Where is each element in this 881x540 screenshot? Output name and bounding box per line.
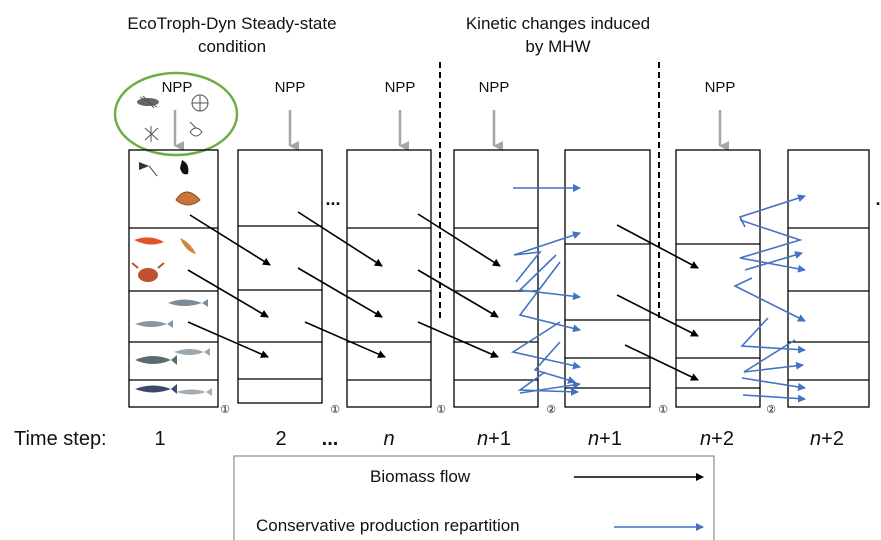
kinetic-title-line1: Kinetic changes induced [466,14,650,33]
column-n-plus-2-a [675,149,761,408]
stage-marker-1: ① [658,404,668,416]
trailing-ellipsis: . [875,189,880,209]
npp-label-2: NPP [275,79,306,96]
time-step-n-plus-1-a: n+1 [477,428,511,450]
npp-label-6: NPP [705,79,736,96]
npp-label-3: NPP [385,79,416,96]
time-step-n: n [383,428,394,450]
conservative-repartition-arrow [533,341,576,384]
steady-state-title-line2: condition [198,37,266,56]
time-step-2: 2 [275,428,286,450]
small-pelagic-fish-icon [135,299,208,328]
conservative-repartition-arrow [744,251,803,271]
biomass-flow-arrow [304,321,386,358]
column-n [346,149,432,408]
biomass-flow-arrow [616,294,699,337]
stage-marker-2: ② [766,404,776,416]
column-1 [128,149,219,408]
conservative-repartition-arrow [513,231,581,283]
conservative-repartition-arrow [519,381,581,394]
biomass-flow-arrow [187,269,269,318]
column-n-plus-2-b [787,149,870,408]
stage-marker-1: ① [436,404,446,416]
stage-marker-1: ① [220,404,230,416]
conservative-repartition-arrow [518,261,581,333]
legend-conservative-label: Conservative production repartition [256,516,520,535]
time-step-n-plus-2-a: n+2 [700,428,734,450]
npp-label-1: NPP [162,79,193,96]
stage-marker-2: ② [546,404,556,416]
conservative-repartition-arrow [517,371,579,396]
legend-box [233,455,715,540]
biomass-flow-arrow [616,224,699,269]
kinetic-title-line2: by MHW [525,37,590,56]
biomass-flow-arrow [417,213,501,267]
plankton-circle [113,71,239,157]
biomass-flow-arrow [189,214,271,266]
stage-marker-1: ① [330,404,340,416]
conservative-repartition-arrow [739,219,806,273]
benthos-invertebrates-icon [139,160,201,206]
biomass-flow-arrow [297,211,383,267]
biomass-flow-arrow [187,321,269,358]
time-step-n-plus-1-b: n+1 [588,428,622,450]
column-n-plus-1-a [453,149,539,408]
conservative-repartition-arrow [740,317,806,354]
time-step-label: Time step: [14,428,107,450]
biomass-flow-arrow [624,344,699,381]
biomass-flow-arrow [297,267,383,318]
biomass-flow-arrow [417,269,499,318]
large-predatory-fish-icon [135,348,212,396]
conservative-repartition-arrow [510,321,581,370]
column-2 [237,149,323,404]
npp-label-4: NPP [479,79,510,96]
conservative-repartition-arrow [738,194,806,228]
crustaceans-icon [131,237,196,282]
conservative-repartition-arrow [743,339,804,373]
column-ellipsis: ... [325,189,340,209]
time-step-dots: ... [322,428,339,450]
conservative-repartition-arrow [741,377,806,391]
legend-biomass-flow-label: Biomass flow [370,467,471,486]
conservative-repartition-arrow [733,277,806,322]
plankton-icon [137,94,209,142]
time-step-n-plus-2-b: n+2 [810,428,844,450]
steady-state-title-line1: EcoTroph-Dyn Steady-state [127,14,336,33]
conservative-repartition-arrow [518,254,581,301]
time-step-1: 1 [154,428,165,450]
biomass-flow-arrow [417,321,499,358]
conservative-repartition-arrow [742,394,806,403]
